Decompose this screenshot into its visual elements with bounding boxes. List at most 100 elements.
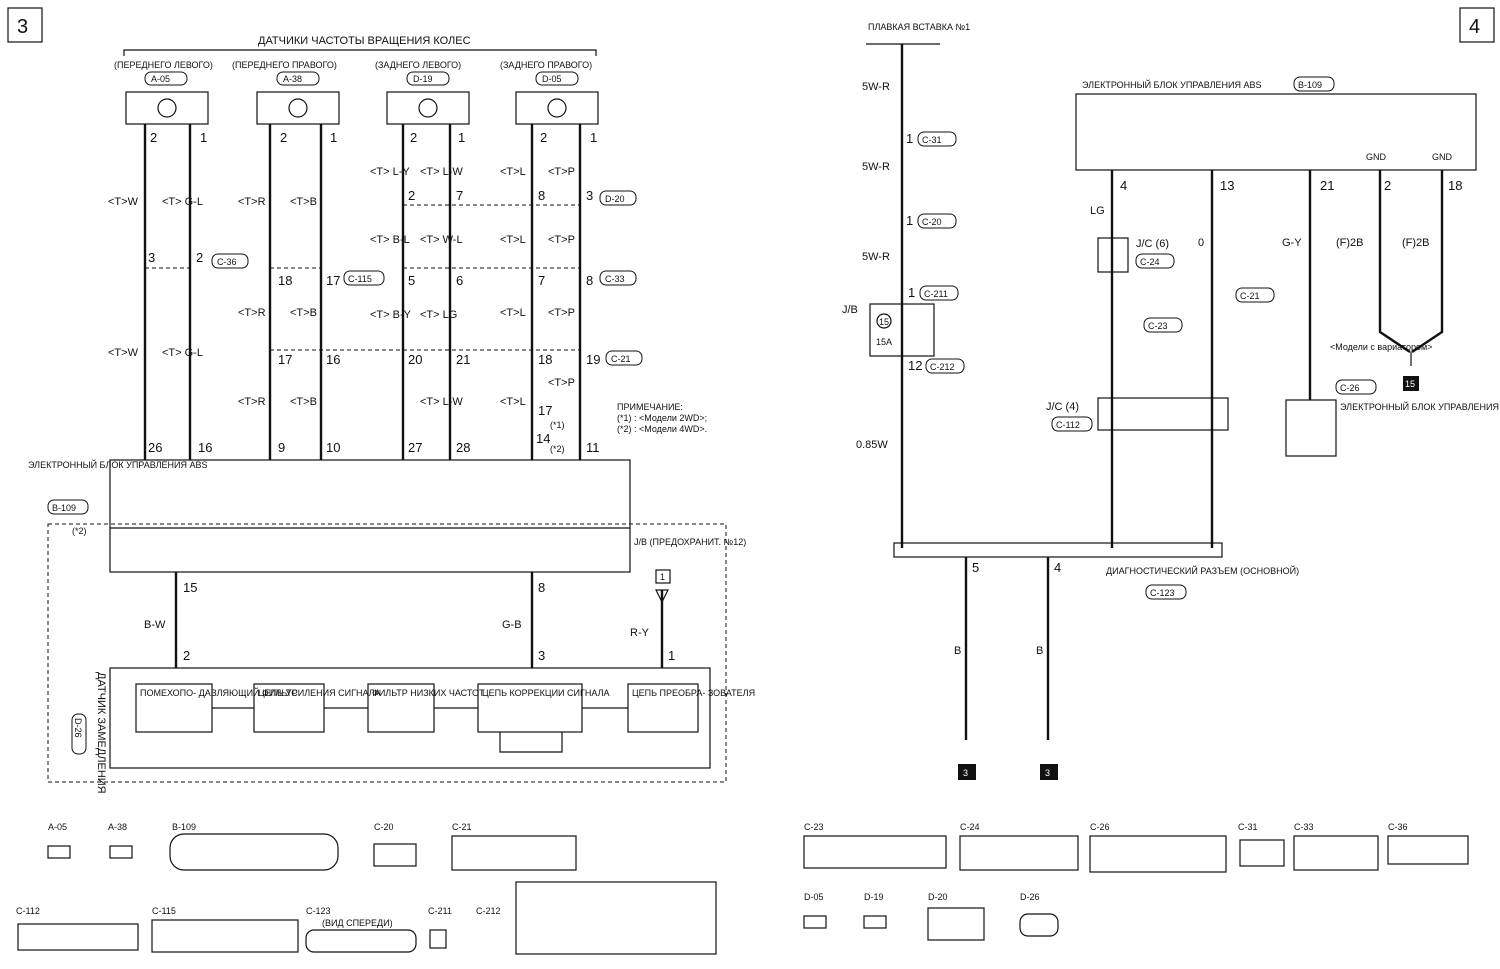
abs-unit-box-right [1075,93,1477,171]
conn-tag: C-36 [217,257,237,267]
jc4-conn-tag [1051,416,1093,432]
pin-number: 17 [278,352,292,367]
lower-wires [174,572,669,668]
ground-ref-badge [958,764,976,780]
sensor-coil-icon [547,98,567,118]
note-title: ПРИМЕЧАНИЕ: [617,402,683,412]
conn-view-label: C-115 [152,906,176,916]
signal-blocks: ПОМЕХОПО- ДАВЛЯЮЩИЙ ФИЛЬТР ЦЕПЬ УСИЛЕНИЯ… [135,683,755,753]
connector-views-left: A-05 A-38 B-109 C-20 C-21 C-112 C-115 C-… [16,822,717,955]
diag-label: ДИАГНОСТИЧЕСКИЙ РАЗЪЕМ (ОСНОВНОЙ) [1106,565,1299,576]
wire-color: <T>B [290,396,317,408]
pin-number: 26 [148,440,162,455]
conn-tag: C-20 [922,217,942,227]
wire-color: <T> L-W [420,396,463,408]
wire-color-labels: <T>W <T> G-L <T>R <T>B <T> L-Y <T> L-W <… [108,166,575,408]
abs-conn-tag [47,499,89,515]
page-label-right: 4 [1469,16,1480,38]
pin-number: 2 [1384,178,1391,193]
diag-conn-tag [1145,584,1187,600]
conn-view-label: C-23 [804,822,824,832]
sensor-conn-rl [406,71,450,86]
jb-box-right [869,303,935,357]
conn-tag: D-20 [605,194,625,204]
engine-unit-box [1285,399,1337,457]
sensor-box-rr [515,91,599,125]
pin-number: 4 [1120,178,1127,193]
right-connector-tags: 1 C-31 1 C-20 1 C-211 12 C-212 [906,131,965,374]
note-line-2: (*2) : <Модели 4WD>. [617,424,707,434]
wire-color: <T>R [238,196,266,208]
pin-number: 17 [326,273,340,288]
c23-conn-tag [1143,317,1183,333]
sensor-conn-rl-label: D-19 [413,74,433,84]
sensor-coil-icon [418,98,438,118]
pin-number: 9 [278,440,285,455]
wire-color: <T>P [548,166,575,178]
sensor-pos-fl: (ПЕРЕДНЕГО ЛЕВОГО) [114,60,213,70]
conn-view-label: C-36 [1388,822,1408,832]
pin-number: 28 [456,440,470,455]
sensor-pos-fr: (ПЕРЕДНЕГО ПРАВОГО) [232,60,337,70]
abs-conn-label-right: B-109 [1298,80,1322,90]
pin-number: 7 [538,273,545,288]
jc4-label: J/C (4) [1046,401,1079,413]
wire-color: <T> L-Y [370,166,410,178]
conn-view-label: A-05 [48,822,67,832]
note-block: ПРИМЕЧАНИЕ: (*1) : <Модели 2WD>; (*2) : … [617,402,707,434]
wire-color-right: (F)2B [1402,237,1430,249]
wire-color: <T>R [238,396,266,408]
sensor-box-fl [125,91,209,125]
diag-pin: 5 [972,560,979,575]
note-mark-2-side: (*2) [72,526,87,536]
decel-conn-label: D-26 [73,718,83,738]
bottom-wire-color: B [954,645,961,657]
abs-unit-label: ЭЛЕКТРОННЫЙ БЛОК УПРАВЛЕНИЯ ABS [28,459,208,470]
lower-wire-color: R-Y [630,627,650,639]
jc4-box [1097,397,1229,431]
ground-ref: 3 [1045,768,1050,778]
sensor-group: (ПЕРЕДНЕГО ЛЕВОГО) (ПЕРЕДНЕГО ПРАВОГО) (… [114,60,599,125]
pin-number: 16 [198,440,212,455]
wire-color-right: (F)2B [1336,237,1364,249]
front-view-label: (ВИД СПЕРЕДИ) [322,918,393,928]
pin-number: 27 [408,440,422,455]
wire-color: <T> B-Y [370,309,412,321]
wire-color-right: 5W-R [862,81,890,93]
sensor-box-rl [386,91,470,125]
wire-color: <T>P [548,234,575,246]
jb-fuse-label: J/B (ПРЕДОХРАНИТ. №12) [634,537,746,547]
sensor-conn-rr-label: D-05 [542,74,562,84]
pin-number: 1 [458,130,465,145]
wire-color: <T>P [548,377,575,389]
conn-tag: C-21 [611,354,631,364]
wire-color-right: LG [1090,205,1105,217]
jb-label-right: J/B [842,304,858,316]
block-label: ФИЛЬТР НИЗКИХ ЧАСТОТ [372,688,485,698]
pin-number: 3 [586,188,593,203]
lower-pin: 8 [538,580,545,595]
pin-number: 3 [148,250,155,265]
pin-number: 2 [410,130,417,145]
sensor-conn-fl [144,71,188,86]
pin-number: 8 [538,188,545,203]
sensor-conn-fl-label: A-05 [151,74,170,84]
wire-color-right: G-Y [1282,237,1302,249]
wire-color: <T>R [238,307,266,319]
wire-color: <T>P [548,307,575,319]
jc6-conn-label: C-24 [1140,257,1160,267]
sensor-pos-rr: (ЗАДНЕГО ПРАВОГО) [500,60,592,70]
abs-conn-tag-right [1293,76,1335,92]
lower-pin: 3 [538,648,545,663]
wire-color: <T>L [500,166,526,178]
jb-fuse-ref: 1 [660,572,665,582]
pin-number: 1 [200,130,207,145]
conn-view-label: D-05 [804,892,824,902]
pin-number: 19 [586,352,600,367]
fuse-number: 15 [879,317,889,327]
wire-color: <T>W [108,347,139,359]
pin-number: 13 [1220,178,1234,193]
wire-color-right: 0.85W [856,439,888,451]
sensors-title: ДАТЧИКИ ЧАСТОТЫ ВРАЩЕНИЯ КОЛЕС [258,35,471,47]
